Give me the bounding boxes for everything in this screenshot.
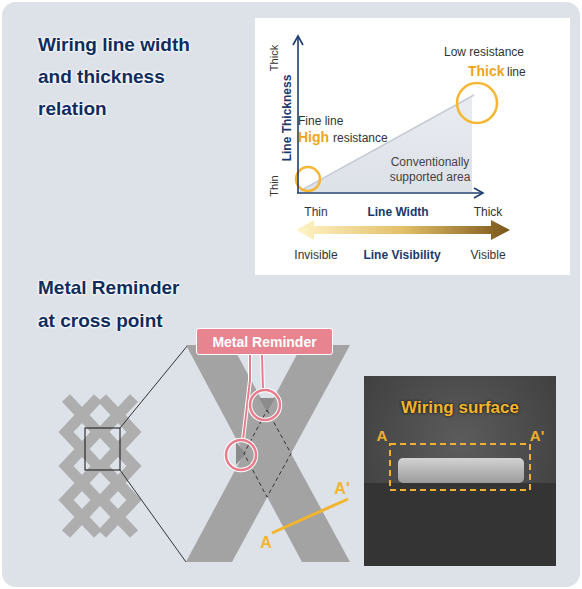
leader-line — [243, 355, 250, 440]
leader-line — [243, 355, 250, 440]
axis-tick-label: Thick — [474, 205, 503, 219]
highlight-circle — [250, 390, 280, 420]
emphasis-word: High — [298, 129, 329, 146]
axis-title: Line Width — [367, 205, 428, 219]
scale-label: Visible — [470, 248, 505, 262]
axis-arrow — [293, 36, 303, 45]
highlight-circle — [226, 440, 256, 470]
mesh-wire — [66, 398, 98, 534]
dashed-frame — [390, 444, 530, 490]
axis-arrow — [474, 188, 483, 198]
hidden-edge — [244, 410, 291, 497]
visibility-arrow — [296, 220, 510, 240]
mesh-wire — [102, 398, 134, 534]
zoom-box — [85, 428, 120, 470]
callout-box: Metal Reminder — [196, 328, 333, 355]
wire-bar — [186, 345, 350, 562]
leader-line — [262, 355, 263, 390]
section-heading: Metal Reminder at cross point — [38, 271, 193, 337]
zoom-line — [120, 470, 186, 562]
wire-cross-section — [398, 458, 524, 483]
scale-title: Line Visibility — [363, 248, 440, 262]
annotation: Low resistance — [444, 45, 524, 59]
axis-title: Line Thickness — [280, 75, 294, 162]
photo-panel — [364, 376, 556, 566]
axis-tick-label: Thick — [268, 45, 281, 71]
highlight-circle — [250, 390, 280, 420]
x-axis — [297, 192, 482, 194]
highlight-circle — [296, 167, 320, 191]
mesh-wire — [66, 398, 98, 534]
axis-tick-label: Thin — [268, 175, 281, 196]
chart-panel — [255, 18, 570, 275]
annotation: Fine line — [298, 114, 343, 128]
section-marker: A' — [334, 479, 349, 498]
box-label: Metal Reminder — [212, 334, 316, 350]
photo-title: Wiring surface — [401, 398, 519, 418]
section-marker: A' — [530, 427, 544, 445]
highlight-circle — [226, 440, 256, 470]
axis-tick-label: Thin — [304, 205, 327, 219]
section-heading: Wiring line width and thickness relation — [38, 29, 213, 125]
section-line — [272, 499, 348, 533]
mesh-wire — [102, 398, 134, 534]
zoom-line — [120, 345, 188, 428]
emphasis-word: Thick — [468, 63, 505, 80]
section-marker: A — [377, 427, 388, 445]
highlight-circle — [457, 83, 497, 123]
substrate — [364, 483, 556, 566]
annotation: line — [507, 65, 526, 79]
scale-label: Invisible — [294, 248, 337, 262]
section-marker: A — [260, 533, 272, 552]
leader-line — [262, 355, 263, 390]
mesh-pattern — [66, 398, 134, 534]
area-label: Conventionally supported area — [368, 155, 493, 185]
wire-bar — [186, 345, 350, 562]
annotation: resistance — [333, 131, 388, 145]
